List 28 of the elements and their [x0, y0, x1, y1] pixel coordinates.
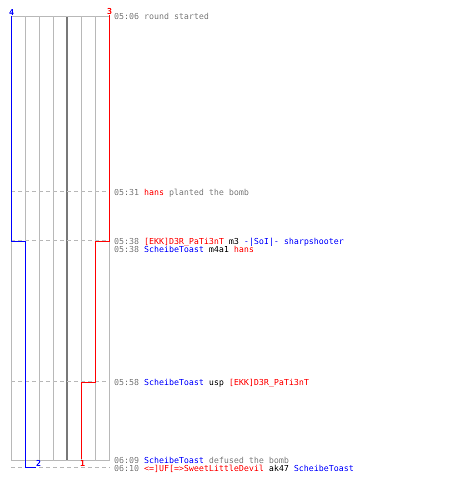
player-count: 4: [9, 8, 14, 16]
timestamp: 05:38: [114, 237, 139, 245]
player-count: 3: [107, 7, 112, 15]
player-name: [EKK]D3R_PaTi3nT: [228, 378, 309, 386]
event-text: defused the bomb: [208, 456, 289, 464]
player-count: 1: [80, 459, 85, 467]
event-text: round started: [144, 12, 209, 20]
timestamp: 05:38: [114, 245, 139, 253]
weapon-name: m3: [228, 237, 239, 245]
player-count: 2: [36, 459, 41, 467]
timestamp: 05:58: [114, 378, 139, 386]
player-name: ScheibeToast: [144, 456, 204, 464]
player-name: <=]UF[=>SweetLittleDevil: [144, 464, 264, 472]
player-name: [EKK]D3R_PaTi3nT: [144, 237, 224, 245]
player-name: ScheibeToast: [144, 245, 204, 253]
timestamp: 05:06: [114, 12, 139, 20]
weapon-name: usp: [208, 378, 224, 386]
player-name: ScheibeToast: [144, 378, 204, 386]
player-name: hans: [234, 245, 254, 253]
timestamp: 06:10: [114, 464, 139, 472]
timestamp: 06:09: [114, 456, 139, 464]
timestamp: 05:31: [114, 188, 139, 196]
event-text: planted the bomb: [168, 188, 249, 196]
player-name: -|SoI|- sharpshooter: [244, 237, 344, 245]
player-name: hans: [144, 188, 164, 196]
weapon-name: m4a1: [208, 245, 229, 253]
weapon-name: ak47: [268, 464, 289, 472]
player-name: ScheibeToast: [294, 464, 354, 472]
